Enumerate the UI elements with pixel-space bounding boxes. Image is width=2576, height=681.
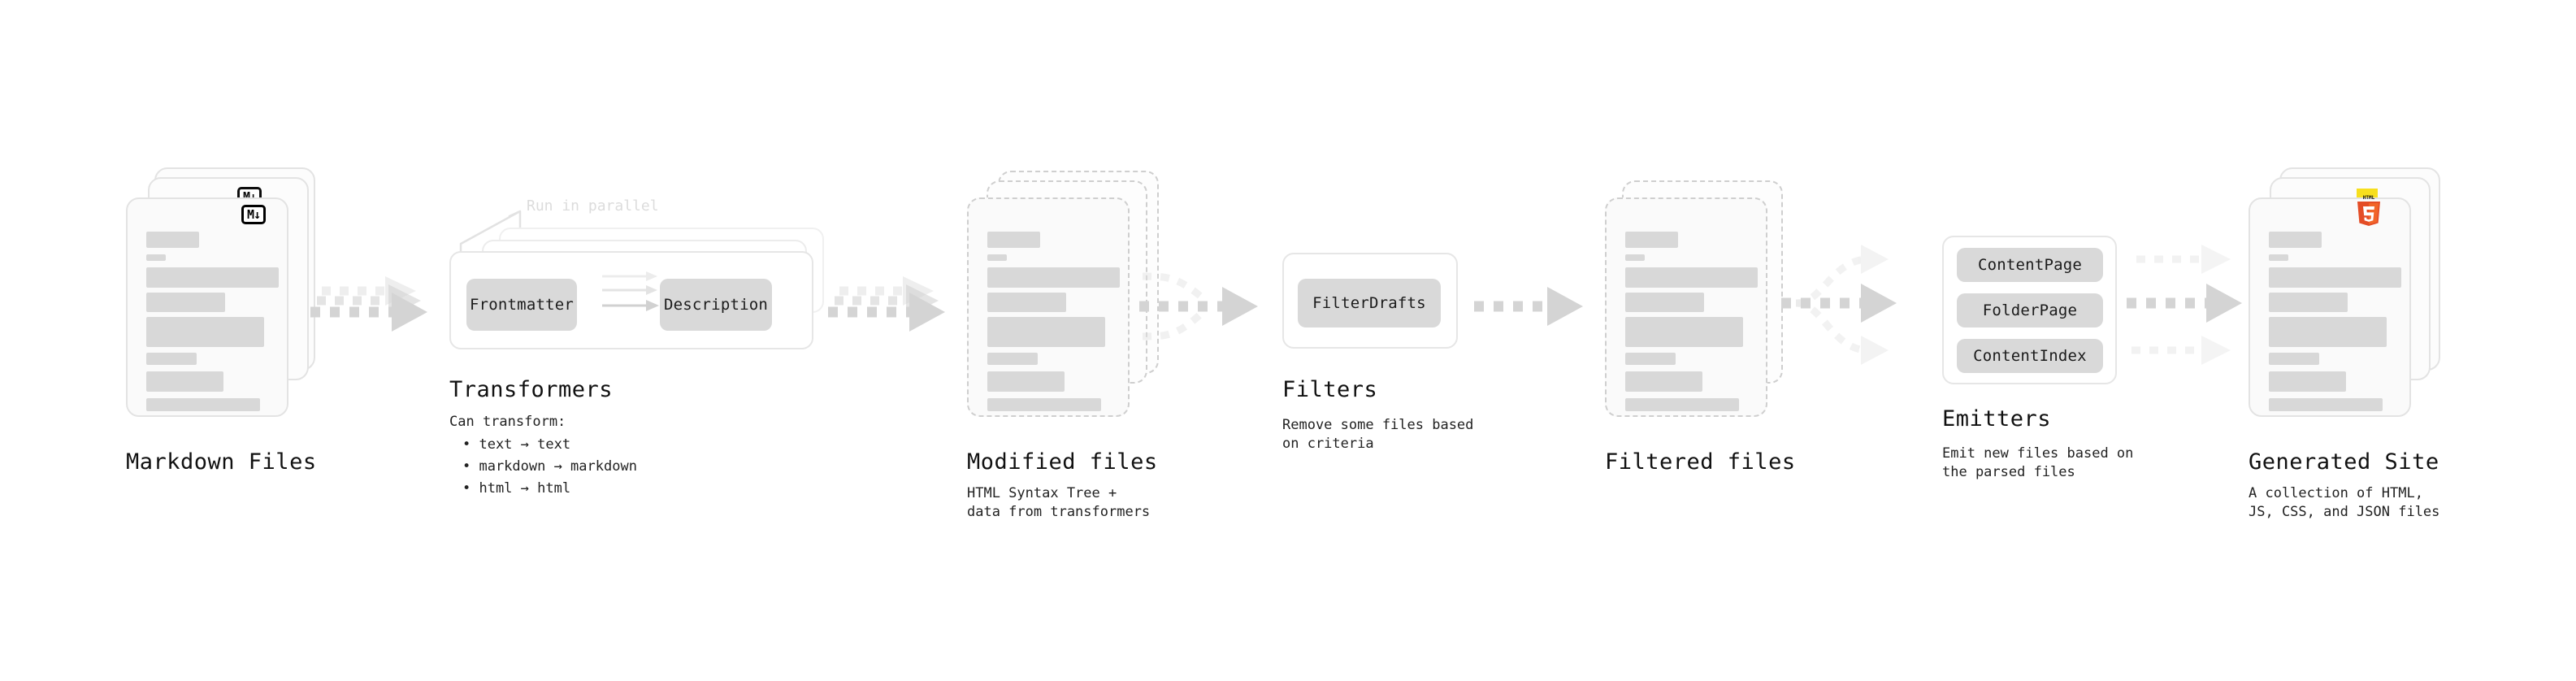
html5-badge: HTML bbox=[2355, 193, 2383, 226]
skeleton-line bbox=[2269, 232, 2322, 248]
stage-title-filters: Filters bbox=[1282, 377, 1378, 402]
emitter-chip-contentindex[interactable]: ContentIndex bbox=[1957, 339, 2103, 373]
filters-subtitle-2: on criteria bbox=[1282, 436, 1374, 452]
skeleton-line bbox=[1625, 267, 1758, 288]
skeleton-line bbox=[987, 398, 1101, 411]
arrow-markdown-to-transformers bbox=[307, 268, 453, 358]
stage-title-generated-site: Generated Site bbox=[2249, 449, 2439, 475]
arrow-filtered-files-to-emitters bbox=[1780, 232, 1942, 374]
generated-site-subtitle-2: JS, CSS, and JSON files bbox=[2249, 504, 2440, 520]
transformers-bullet-1: • text → text bbox=[462, 436, 571, 453]
filtered-file-card bbox=[1605, 197, 1767, 417]
skeleton-line bbox=[1625, 317, 1743, 347]
skeleton-line bbox=[1625, 232, 1678, 248]
skeleton-line bbox=[1625, 353, 1676, 365]
skeleton-line bbox=[987, 317, 1105, 347]
skeleton-line bbox=[1625, 398, 1739, 411]
skeleton-line bbox=[146, 371, 223, 392]
modified-files-subtitle-1: HTML Syntax Tree + bbox=[967, 485, 1117, 501]
skeleton-line bbox=[987, 267, 1120, 288]
emitters-subtitle-1: Emit new files based on bbox=[1942, 445, 2134, 462]
skeleton-line bbox=[1625, 293, 1704, 312]
emitters-subtitle-2: the parsed files bbox=[1942, 464, 2075, 480]
skeleton-line bbox=[146, 267, 279, 288]
skeleton-line bbox=[1625, 371, 1702, 392]
arrow-modified-files-to-filters bbox=[1138, 258, 1292, 364]
transformers-bullet-3: • html → html bbox=[462, 480, 571, 497]
skeleton-line bbox=[146, 317, 264, 347]
skeleton-line bbox=[2269, 293, 2348, 312]
stage-title-emitters: Emitters bbox=[1942, 406, 2052, 432]
generated-file-card bbox=[2249, 197, 2411, 417]
skeleton-line bbox=[2269, 371, 2346, 392]
skeleton-line bbox=[987, 353, 1038, 365]
run-in-parallel-label: Run in parallel bbox=[527, 197, 659, 215]
stage-title-modified-files: Modified files bbox=[967, 449, 1158, 475]
skeleton-line bbox=[987, 254, 1007, 261]
stage-title-markdown-files: Markdown Files bbox=[126, 449, 317, 475]
markdown-badge: M↓ bbox=[241, 205, 266, 224]
markdown-file-card bbox=[126, 197, 288, 417]
skeleton-line bbox=[2269, 317, 2387, 347]
arrow-filters-to-filtered-files bbox=[1472, 286, 1602, 343]
arrow-transformers-to-modified-files bbox=[825, 268, 971, 358]
stage-title-transformers: Transformers bbox=[449, 377, 614, 402]
skeleton-line bbox=[146, 232, 199, 248]
skeleton-line bbox=[146, 254, 166, 261]
skeleton-line bbox=[2269, 254, 2288, 261]
emitter-chip-contentpage[interactable]: ContentPage bbox=[1957, 248, 2103, 282]
transformer-inner-arrows bbox=[601, 269, 692, 326]
filters-subtitle-1: Remove some files based bbox=[1282, 417, 1474, 433]
transformers-subtitle: Can transform: bbox=[449, 414, 566, 430]
transformer-chip-frontmatter[interactable]: Frontmatter bbox=[466, 279, 577, 331]
modified-file-card bbox=[967, 197, 1130, 417]
emitter-chip-folderpage[interactable]: FolderPage bbox=[1957, 293, 2103, 327]
stage-title-filtered-files: Filtered files bbox=[1605, 449, 1796, 475]
svg-text:HTML: HTML bbox=[2363, 195, 2375, 201]
transformer-chip-description[interactable]: Description bbox=[660, 279, 772, 331]
skeleton-line bbox=[987, 232, 1040, 248]
skeleton-line bbox=[987, 371, 1065, 392]
skeleton-line bbox=[146, 398, 260, 411]
transformers-bullet-2: • markdown → markdown bbox=[462, 458, 637, 475]
skeleton-line bbox=[2269, 398, 2383, 411]
skeleton-line bbox=[146, 353, 197, 365]
skeleton-line bbox=[146, 293, 225, 312]
skeleton-line bbox=[2269, 267, 2401, 288]
modified-files-subtitle-2: data from transformers bbox=[967, 504, 1151, 520]
skeleton-line bbox=[987, 293, 1066, 312]
skeleton-line bbox=[2269, 353, 2319, 365]
arrow-emitters-to-generated-site bbox=[2125, 232, 2288, 374]
skeleton-line bbox=[1625, 254, 1645, 261]
filter-chip-filterdrafts[interactable]: FilterDrafts bbox=[1298, 279, 1441, 327]
generated-site-subtitle-1: A collection of HTML, bbox=[2249, 485, 2423, 501]
